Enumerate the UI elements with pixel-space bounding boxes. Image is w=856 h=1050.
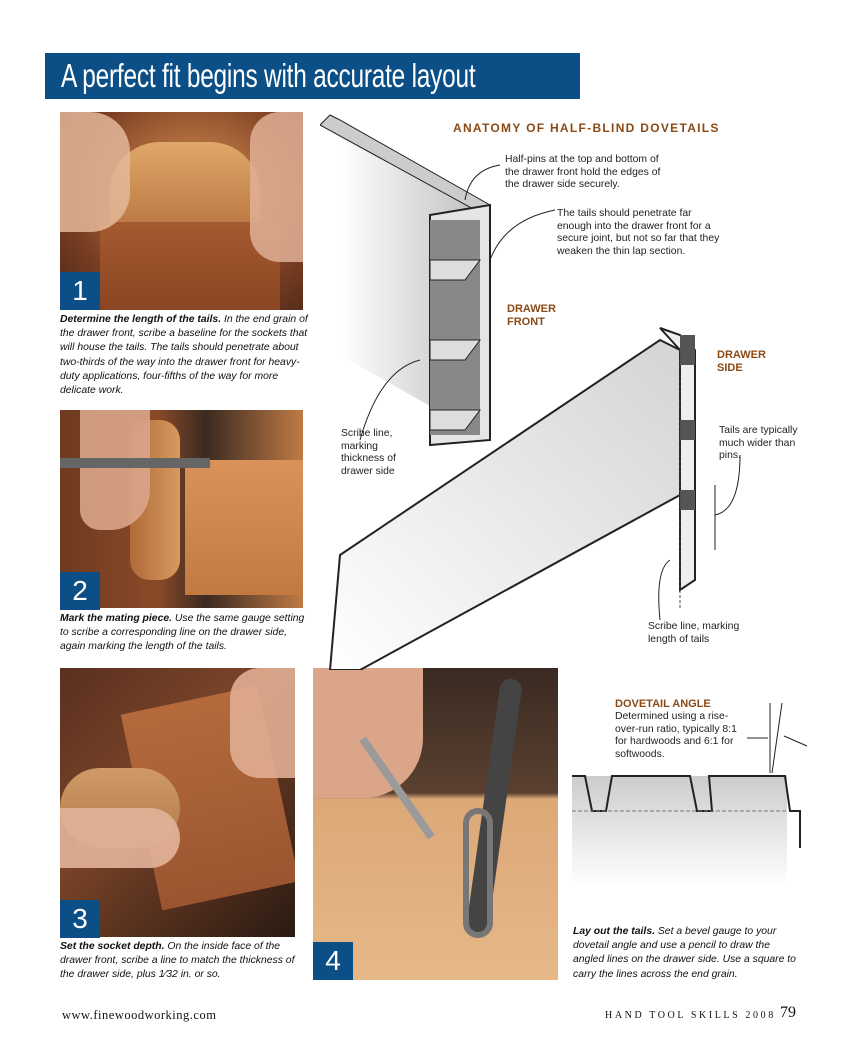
caption-step-1: Determine the length of the tails. In th…	[60, 313, 310, 398]
tails-note: The tails should penetrate far enough in…	[557, 208, 720, 257]
scribe-thickness-note: Scribe line, marking thickness of drawer…	[341, 428, 396, 477]
step-badge-3: 3	[60, 900, 100, 938]
step-badge-4: 4	[313, 942, 353, 980]
dovetail-angle-text: Determined using a rise-over-run ratio, …	[615, 711, 737, 760]
caption-lead: Set the socket depth.	[60, 941, 165, 952]
tails-wider-note: Tails are typically much wider than pins…	[719, 425, 798, 462]
page-number: 79	[780, 1004, 796, 1021]
photo-step-3	[60, 668, 295, 937]
photo-step-4	[313, 668, 558, 980]
step-badge-1: 1	[60, 272, 100, 310]
drawer-front-label: DRAWER FRONT	[507, 303, 556, 328]
title-banner: A perfect fit begins with accurate layou…	[45, 53, 580, 99]
half-blind-dovetail-drawing	[320, 114, 741, 670]
dovetail-angle-title: DOVETAIL ANGLE	[615, 698, 711, 710]
photo-step-2	[60, 410, 303, 608]
footer-url: www.finewoodworking.com	[62, 1008, 217, 1022]
caption-lead: Lay out the tails.	[573, 926, 655, 937]
caption-text: In the end grain of the drawer front, sc…	[60, 314, 308, 397]
caption-step-3: Set the socket depth. On the inside face…	[60, 940, 305, 983]
caption-text: Set a bevel gauge to your dovetail angle…	[573, 926, 796, 980]
caption-lead: Mark the mating piece.	[60, 613, 173, 624]
caption-step-2: Mark the mating piece. Use the same gaug…	[60, 612, 310, 655]
scribe-length-note: Scribe line, marking length of tails	[648, 621, 740, 645]
half-pins-note: Half-pins at the top and bottom of the d…	[505, 154, 661, 191]
page-title: A perfect fit begins with accurate layou…	[61, 57, 476, 94]
caption-text: On the inside face of the drawer front, …	[60, 941, 295, 981]
diagram-title: ANATOMY OF HALF-BLIND DOVETAILS	[453, 121, 720, 135]
caption-step-4: Lay out the tails. Set a bevel gauge to …	[573, 925, 798, 982]
step-badge-2: 2	[60, 572, 100, 610]
drawer-side-label: DRAWER SIDE	[717, 349, 766, 374]
caption-text: Use the same gauge setting to scribe a c…	[60, 613, 305, 653]
footer-issue: HAND TOOL SKILLS 2008	[605, 1010, 776, 1021]
photo-step-1	[60, 112, 303, 310]
caption-lead: Determine the length of the tails.	[60, 314, 222, 325]
